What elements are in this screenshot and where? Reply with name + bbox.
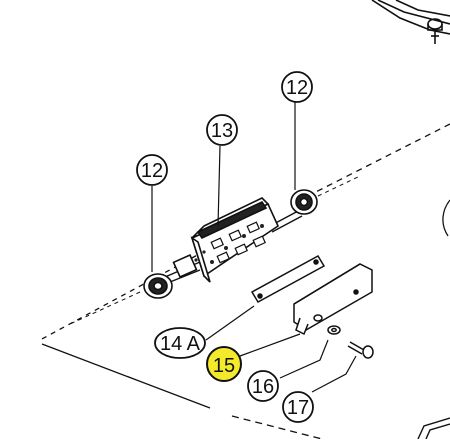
callout-16-label: 16 (252, 376, 274, 398)
gear-block-assembly (157, 197, 303, 287)
callout-17-label: 17 (287, 397, 309, 419)
screw-part (347, 341, 374, 359)
callout-13: 13 (206, 114, 238, 146)
callout-14a: 14 A (154, 327, 206, 359)
callout-12-top: 12 (281, 71, 313, 103)
callout-12-left: 12 (136, 154, 168, 186)
base-plate-outline (39, 123, 450, 440)
callout-13-label: 13 (211, 120, 233, 142)
bottom-right-part (417, 417, 450, 440)
callout-15-label: 15 (213, 355, 235, 377)
callout-16: 16 (247, 370, 279, 402)
callout-17: 17 (282, 391, 314, 423)
callout-15: 15 (206, 346, 242, 382)
plate-spring (250, 254, 326, 304)
screw-icon (427, 18, 443, 44)
dashed-guide-lines (69, 175, 361, 325)
washer-part (327, 325, 341, 335)
callout-14a-label: 14 A (160, 333, 201, 355)
callout-12-top-label: 12 (286, 77, 308, 99)
callout-12-left-label: 12 (141, 160, 163, 182)
left-roller (143, 273, 173, 299)
bracket-part (293, 263, 373, 336)
leader-lines (151, 102, 357, 393)
right-roller (290, 189, 318, 215)
top-right-bracket (371, 0, 450, 44)
